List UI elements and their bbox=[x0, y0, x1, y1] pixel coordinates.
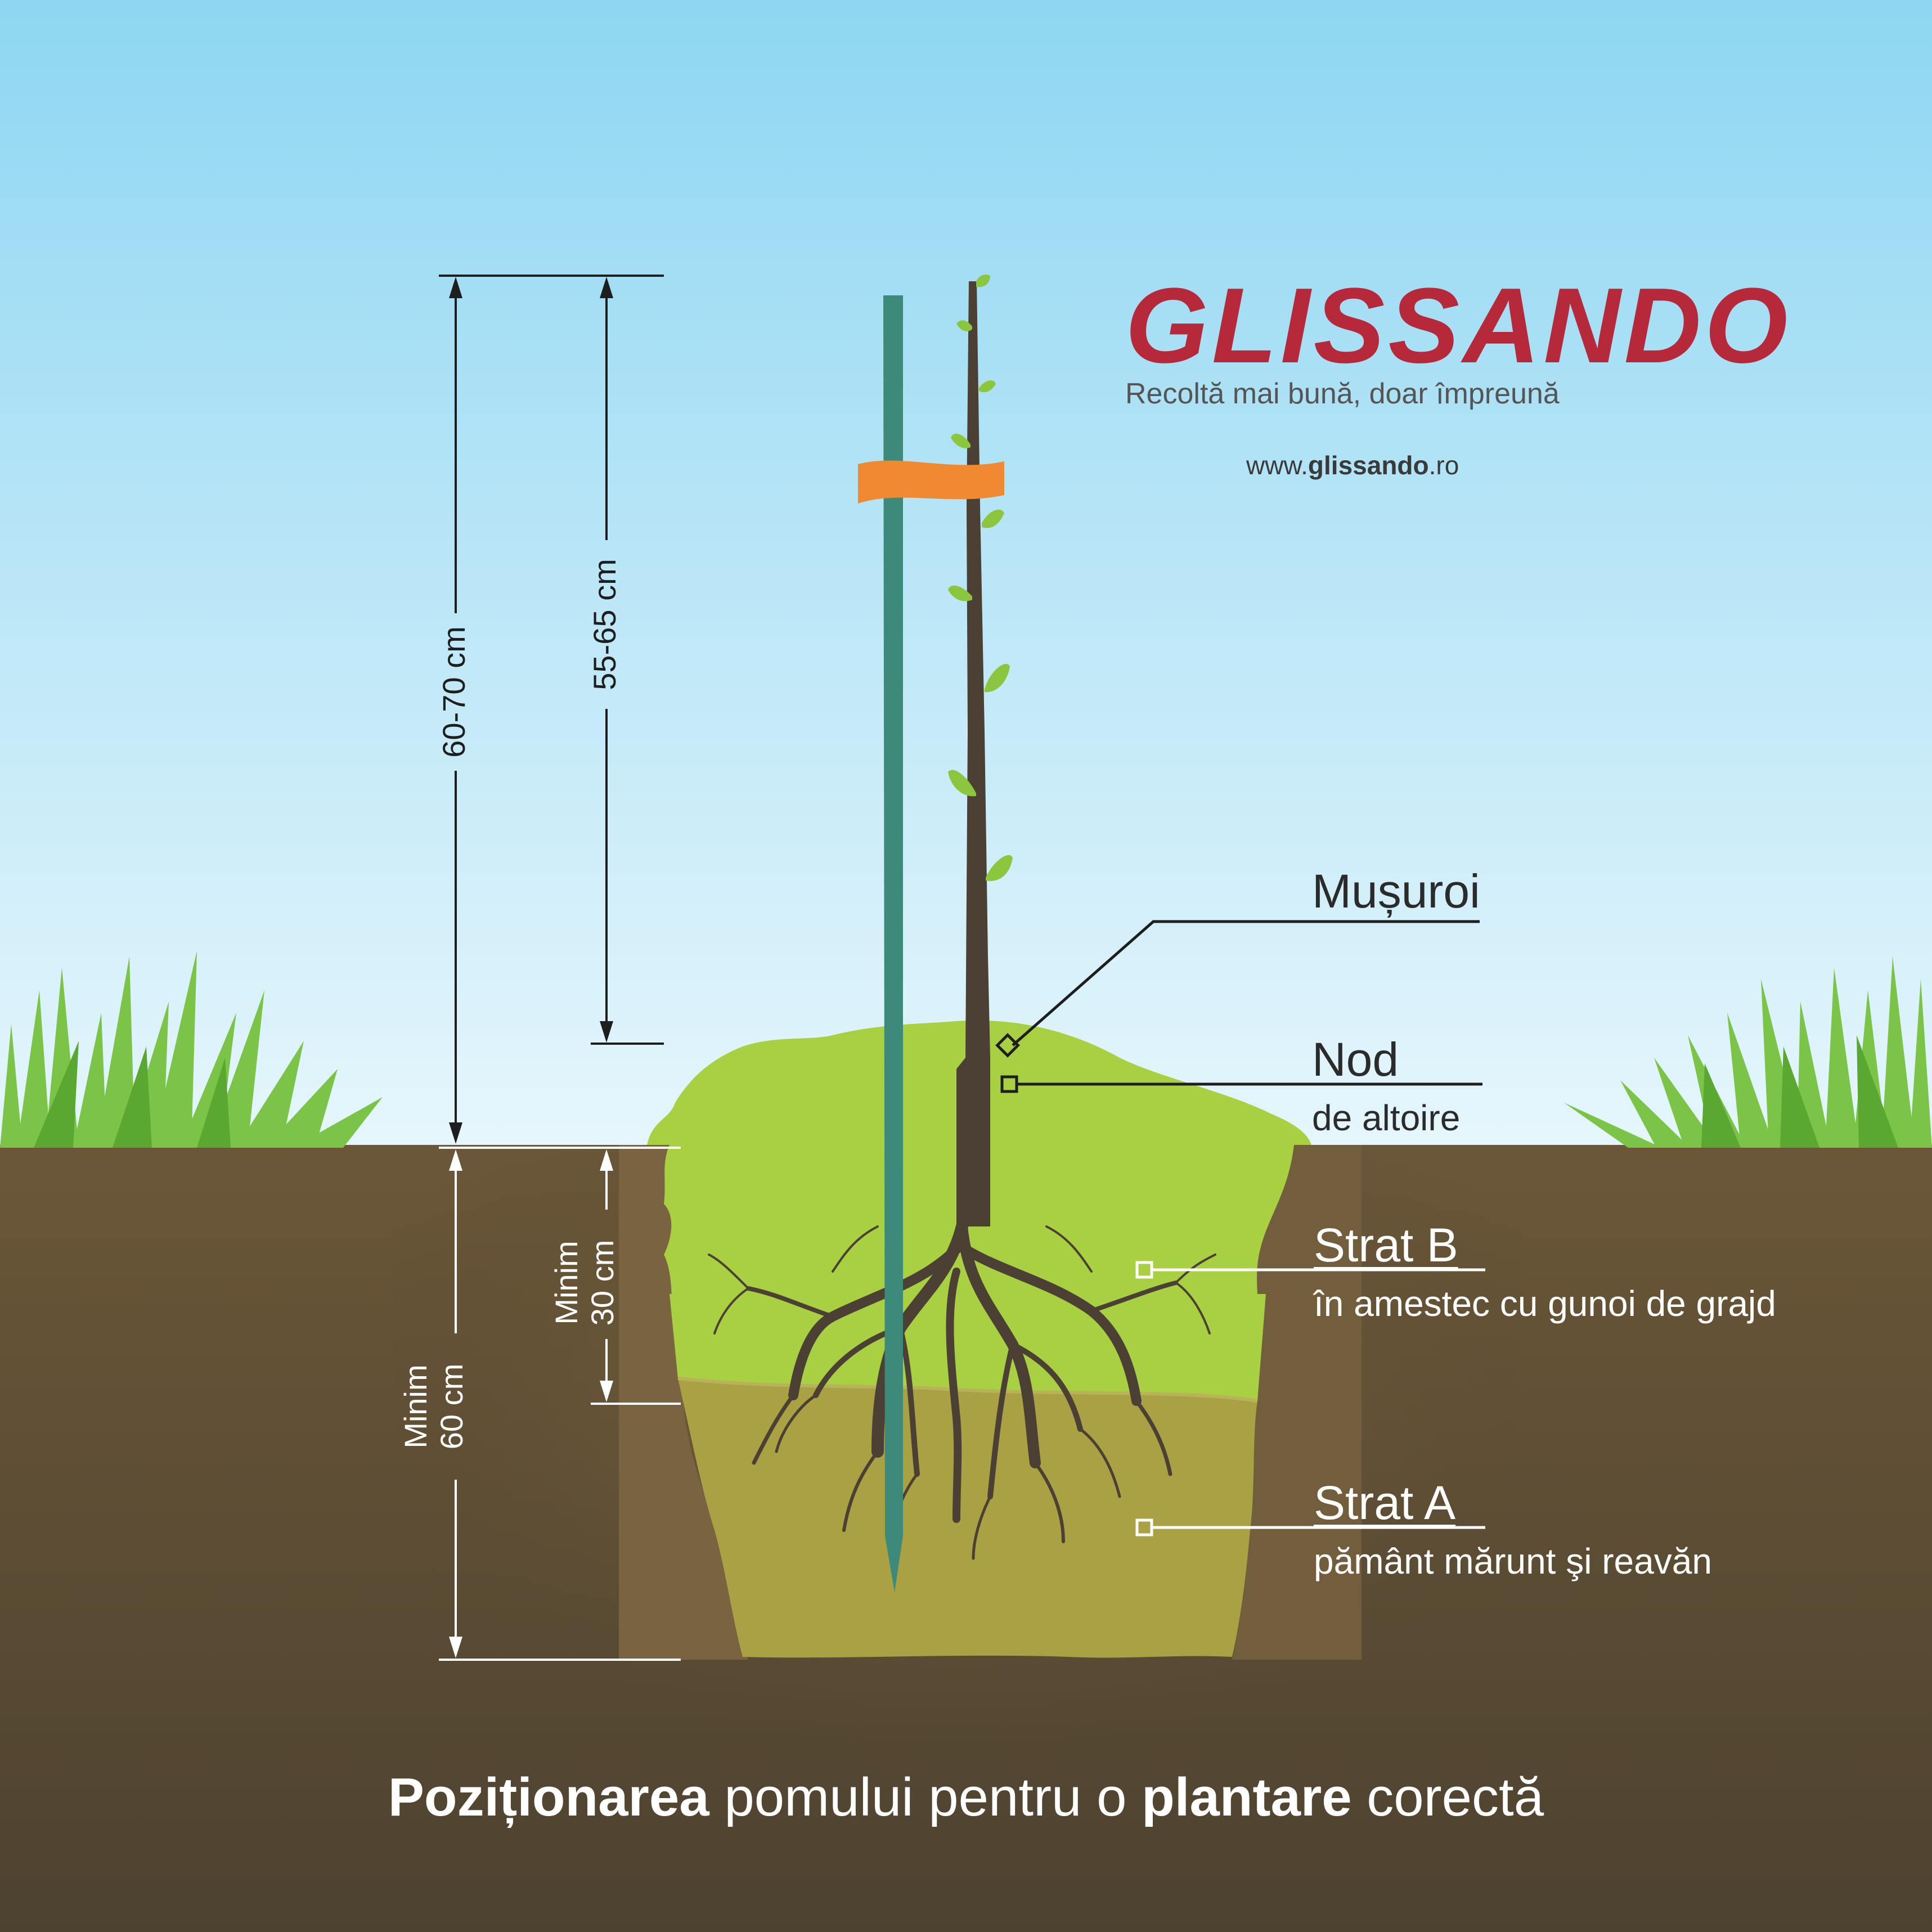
caption-bold-1: Poziționarea bbox=[388, 1767, 709, 1827]
grass-right bbox=[1564, 956, 1932, 1148]
grass-left-dark bbox=[34, 1041, 231, 1148]
layer-a bbox=[678, 1378, 1257, 1658]
dimension-arrowheads-underground bbox=[449, 1149, 613, 1658]
brand-logo: GLISSANDO bbox=[1125, 266, 1791, 385]
caption-text-2: corectă bbox=[1351, 1767, 1544, 1827]
callout-lines-underground bbox=[1152, 1268, 1485, 1529]
sky-background bbox=[0, 0, 1932, 1148]
grass-right-dark bbox=[1701, 1035, 1898, 1148]
dimension-55-65: 55-65 cm bbox=[587, 559, 622, 690]
dimension-lines bbox=[439, 275, 664, 1136]
label-nod-title: Nod bbox=[1312, 1033, 1399, 1086]
brand-tagline: Recoltă mai bună, doar împreună bbox=[1125, 378, 1560, 410]
nod-marker bbox=[1000, 1075, 1018, 1093]
dimension-60-70: 60-70 cm bbox=[436, 626, 471, 758]
hole-right-wall bbox=[1232, 1145, 1362, 1660]
label-nod-subtitle: de altoire bbox=[1312, 1098, 1461, 1138]
label-strat-a-title: Strat A bbox=[1314, 1476, 1456, 1529]
stake-ribbon bbox=[858, 460, 1004, 504]
dimension-arrowheads bbox=[449, 277, 613, 1144]
label-musuroi: Mușuroi bbox=[1312, 865, 1480, 918]
label-strat-a-subtitle: pământ mărunt şi reavăn bbox=[1314, 1541, 1712, 1581]
leaves bbox=[948, 275, 1013, 881]
caption-bold-2: plantare bbox=[1142, 1767, 1352, 1827]
website-domain: glissando bbox=[1308, 451, 1429, 480]
strat-b-marker bbox=[1135, 1261, 1153, 1279]
dimension-minim-30-line1: Minim bbox=[549, 1241, 584, 1325]
dimension-minim-60-line2: 60 cm bbox=[434, 1363, 470, 1450]
website-suffix: .ro bbox=[1428, 451, 1459, 480]
brand-website[interactable]: www.glissando.ro bbox=[1246, 450, 1459, 480]
support-stake bbox=[883, 295, 903, 1592]
dimension-minim-30-line2: 30 cm bbox=[585, 1239, 621, 1326]
dimension-minim-60-line1: Minim bbox=[398, 1364, 433, 1449]
website-prefix: www. bbox=[1246, 451, 1308, 480]
label-strat-b-title: Strat B bbox=[1314, 1219, 1458, 1271]
callout-lines bbox=[1012, 920, 1482, 1086]
musuroi-marker bbox=[995, 1033, 1020, 1058]
caption-text-1: pomului pentru o bbox=[709, 1767, 1142, 1827]
tree-trunk bbox=[956, 281, 990, 1226]
diagram-caption: Poziționarea pomului pentru o plantare c… bbox=[0, 1767, 1932, 1828]
label-strat-b-subtitle: în amestec cu gunoi de grajd bbox=[1314, 1283, 1776, 1324]
strat-a-marker bbox=[1135, 1518, 1153, 1536]
